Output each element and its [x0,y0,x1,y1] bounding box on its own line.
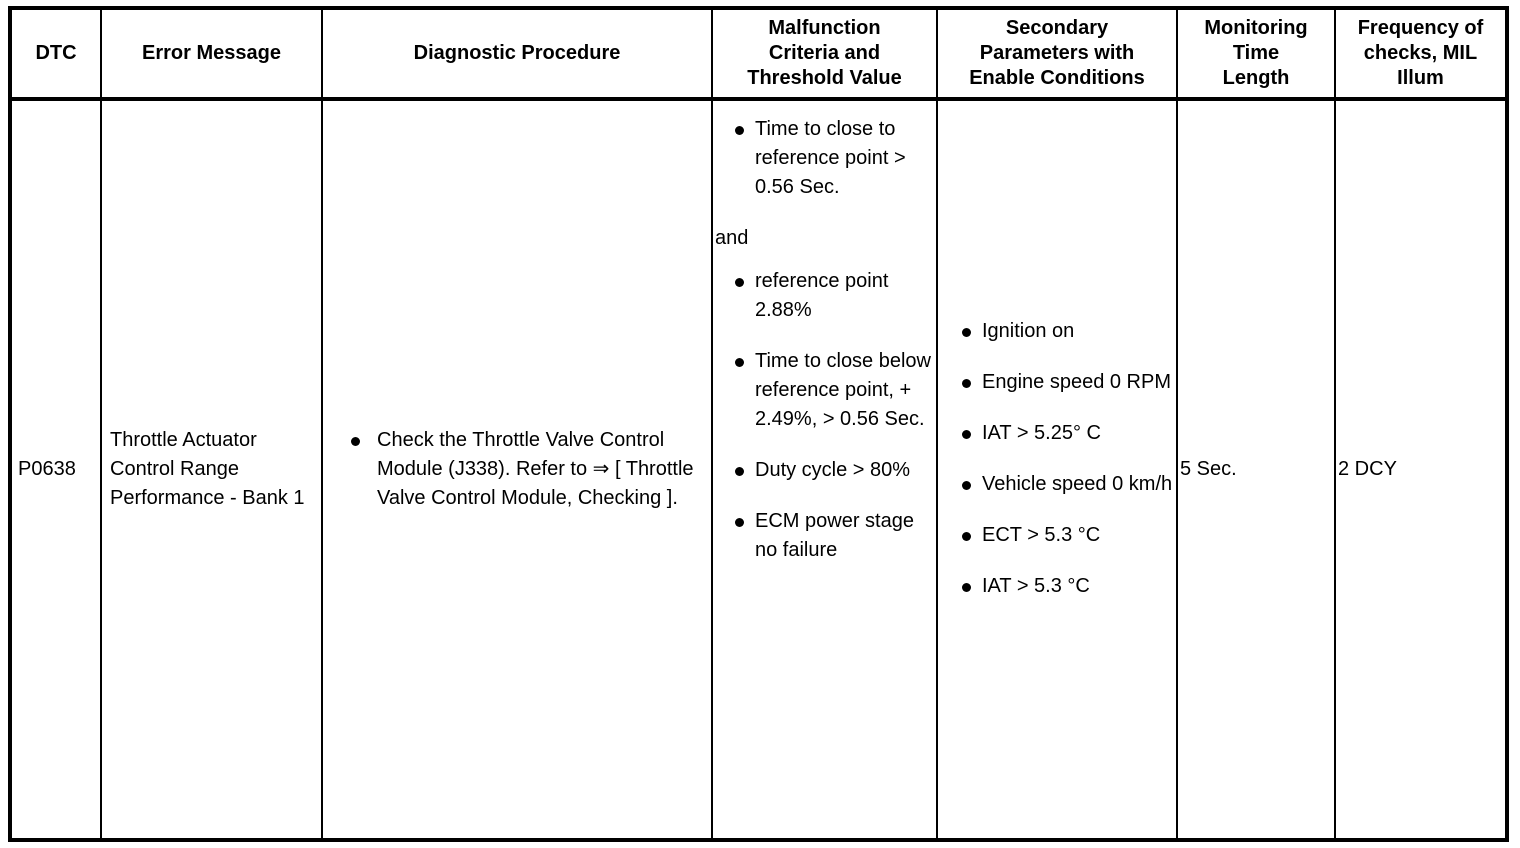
malfunction-criterion-5: ECM power stage no failure [755,510,914,561]
column-header-secondary-parameters: Secondary Parameters with Enable Conditi… [936,6,1178,101]
secondary-parameter-6: IAT > 5.3 °C [982,574,1090,597]
secondary-parameter-3: IAT > 5.25° C [982,421,1101,444]
malfunction-criterion-4: Duty cycle > 80% [755,459,911,481]
secondary-parameter-1: Ignition on [982,319,1075,342]
cell-dtc: P0638 [8,99,102,842]
table-header: DTC Error Message Diagnostic Procedure M… [8,6,1509,101]
list-item: IAT > 5.3 °C [938,572,1174,601]
column-header-frequency-line1: Frequency of [1357,17,1484,39]
list-item: Engine speed 0 RPM [938,368,1174,397]
secondary-parameters-list: Ignition on Engine speed 0 RPM IAT > 5.2… [938,317,1174,601]
secondary-parameter-4: Vehicle speed 0 km/h [982,472,1173,495]
column-header-monitoring-line2: Time [1232,42,1280,64]
bullet-icon [962,378,971,388]
bullet-icon [735,467,744,476]
bullet-icon [735,126,744,135]
secondary-parameter-2: Engine speed 0 RPM [982,370,1172,393]
column-header-dtc-line1: DTC [35,42,77,64]
malfunction-criterion-1: Time to close to reference point > 0.56 … [755,118,906,198]
list-item: Time to close below reference point, + 2… [713,347,932,434]
table-row: P0638 Throttle Actuator Control Range Pe… [8,99,1509,842]
dtc-code-value: P0638 [18,458,76,480]
bullet-icon [735,358,744,367]
column-header-frequency-checks: Frequency of checks, MIL Illum [1334,6,1509,101]
column-header-malfunction-line1: Malfunction [768,17,881,39]
header-row: DTC Error Message Diagnostic Procedure M… [8,6,1509,101]
column-header-monitoring-line3: Length [1222,67,1290,89]
list-item: Time to close to reference point > 0.56 … [713,115,932,202]
list-item: IAT > 5.25° C [938,419,1174,448]
column-header-frequency-line3: Illum [1397,67,1444,89]
list-item: Duty cycle > 80% [713,456,932,485]
diagnostic-procedure-step-1: Check the Throttle Valve Control Module … [377,429,694,509]
cell-malfunction-criteria: Time to close to reference point > 0.56 … [711,99,938,842]
malfunction-criteria-wrapper: Time to close to reference point > 0.56 … [713,101,936,565]
column-header-secondary-line2: Parameters with [979,42,1135,64]
column-header-diagnostic-procedure: Diagnostic Procedure [321,6,713,101]
column-header-monitoring-time: Monitoring Time Length [1176,6,1336,101]
malfunction-conjunction: and [715,227,749,249]
bullet-icon [962,480,971,490]
secondary-parameters-wrapper: Ignition on Engine speed 0 RPM IAT > 5.2… [938,317,1176,601]
column-header-dtc: DTC [8,6,102,101]
column-header-malfunction-criteria: Malfunction Criteria and Threshold Value [711,6,938,101]
column-header-secondary-line1: Secondary [1005,17,1109,39]
error-message-value: Throttle Actuator Control Range Performa… [110,429,305,509]
cell-monitoring-time-length: 5 Sec. [1176,99,1336,842]
cell-error-message: Throttle Actuator Control Range Performa… [100,99,323,842]
list-item: ECM power stage no failure [713,507,932,565]
malfunction-criterion-3: Time to close below reference point, + 2… [755,350,931,430]
list-item: Check the Throttle Valve Control Module … [323,426,711,513]
malfunction-criteria-list-group2: reference point 2.88% Time to close belo… [713,267,932,565]
dtc-diagnostics-table: DTC Error Message Diagnostic Procedure M… [8,6,1509,842]
list-item: Vehicle speed 0 km/h [938,470,1174,499]
cell-secondary-parameters: Ignition on Engine speed 0 RPM IAT > 5.2… [936,99,1178,842]
bullet-icon [962,531,971,541]
column-header-error-message-line1: Error Message [142,42,281,64]
column-header-monitoring-line1: Monitoring [1204,17,1308,39]
malfunction-criteria-list-group1: Time to close to reference point > 0.56 … [713,115,932,202]
column-header-malfunction-line3: Threshold Value [747,67,902,89]
secondary-parameter-5: ECT > 5.3 °C [982,523,1101,546]
column-header-frequency-line2: checks, MIL [1363,42,1478,64]
column-header-secondary-line3: Enable Conditions [969,67,1145,89]
malfunction-criterion-2: reference point 2.88% [755,270,889,321]
diagnostic-procedure-list: Check the Throttle Valve Control Module … [323,426,711,513]
column-header-malfunction-line2: Criteria and [768,42,881,64]
cell-frequency-of-checks: 2 DCY [1334,99,1509,842]
diagnostic-procedure-list-wrapper: Check the Throttle Valve Control Module … [323,426,711,513]
bullet-icon [962,582,971,592]
list-item: Ignition on [938,317,1174,346]
column-header-diagnostic-procedure-line1: Diagnostic Procedure [413,42,621,64]
column-header-error-message: Error Message [100,6,323,101]
list-item: ECT > 5.3 °C [938,521,1174,550]
bullet-icon [351,437,360,446]
frequency-of-checks-value: 2 DCY [1338,458,1397,480]
bullet-icon [962,429,971,439]
list-item: reference point 2.88% [713,267,932,325]
cell-diagnostic-procedure: Check the Throttle Valve Control Module … [321,99,713,842]
monitoring-time-length-value: 5 Sec. [1180,458,1237,480]
bullet-icon [735,278,744,287]
bullet-icon [962,327,971,337]
table-body: P0638 Throttle Actuator Control Range Pe… [8,99,1509,842]
bullet-icon [735,518,744,527]
